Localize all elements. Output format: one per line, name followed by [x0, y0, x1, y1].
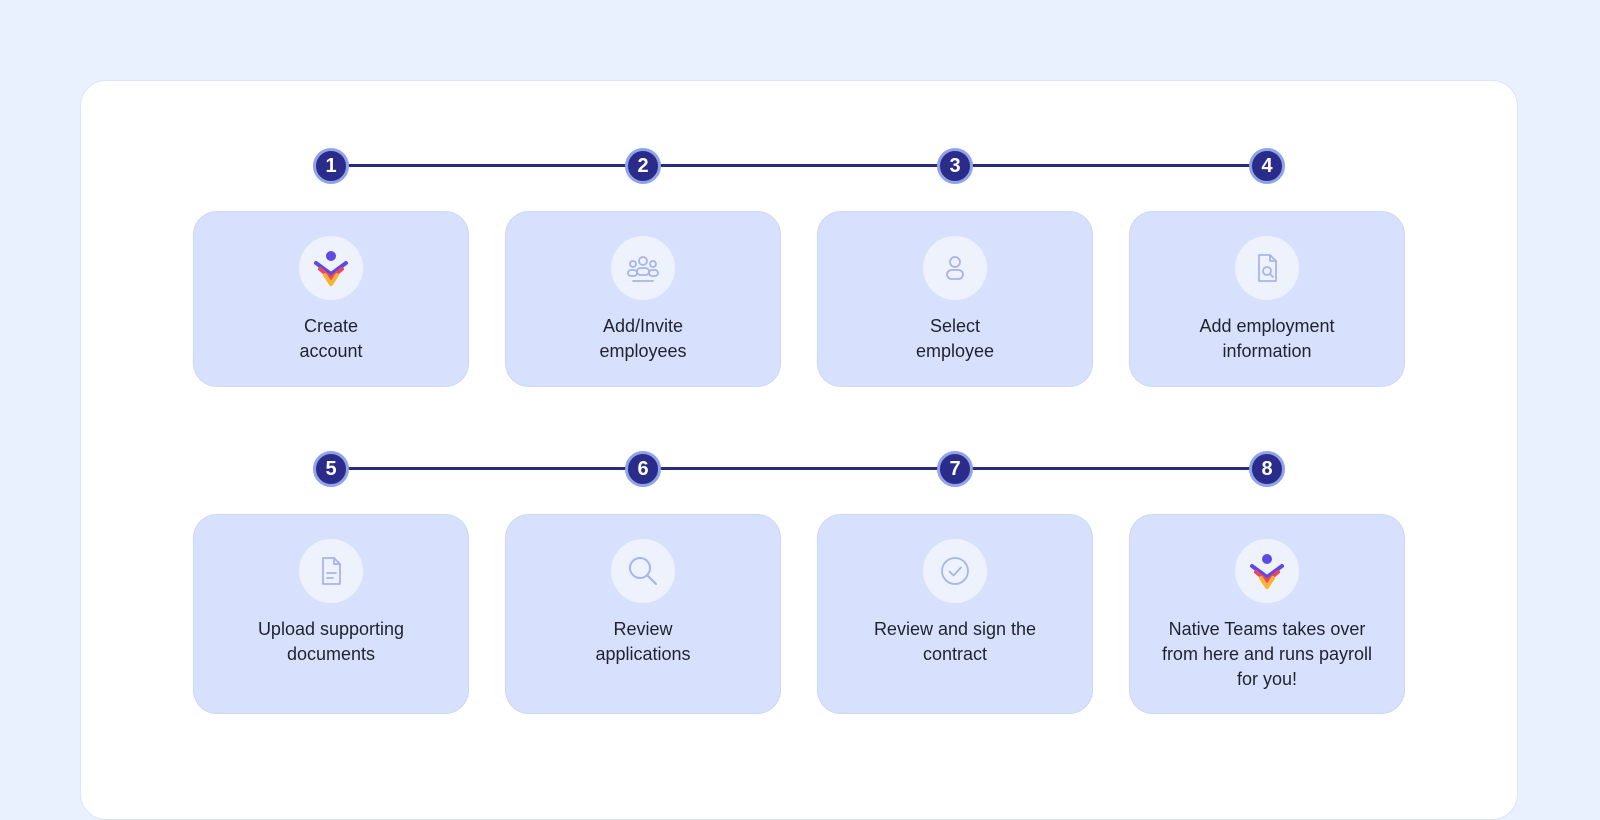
step-label: Create account	[299, 316, 363, 361]
step-badge-6: 6	[625, 451, 661, 487]
step-card-create-account: Create account	[193, 211, 469, 387]
step-badge-5: 5	[313, 451, 349, 487]
step-badge-4: 4	[1249, 148, 1285, 184]
step-badge-1: 1	[313, 148, 349, 184]
step-card-add-employment-information: Add employment information	[1129, 211, 1405, 387]
magnifier-icon	[611, 539, 675, 603]
step-card-upload-supporting-documents: Upload supporting documents	[193, 514, 469, 714]
brand-logo-icon	[299, 236, 363, 300]
step-label: Native Teams takes over from here and ru…	[1161, 619, 1373, 689]
step-card-review-applications: Review applications	[505, 514, 781, 714]
step-label: Add/Invite employees	[599, 316, 687, 361]
step-label: Add employment information	[1199, 316, 1335, 361]
step-card-select-employee: Select employee	[817, 211, 1093, 387]
steps-row-2: 5 6 7 8 Upload supporting documents Revi…	[0, 448, 1600, 714]
step-badge-3: 3	[937, 148, 973, 184]
step-label: Upload supporting documents	[257, 619, 405, 664]
step-card-native-teams-runs-payroll: Native Teams takes over from here and ru…	[1129, 514, 1405, 714]
person-icon	[923, 236, 987, 300]
steps-row-1: 1 2 3 4 Create account Add/I	[0, 145, 1600, 405]
step-card-review-and-sign-contract: Review and sign the contract	[817, 514, 1093, 714]
step-label: Review applications	[595, 619, 691, 664]
timeline-connector	[331, 467, 1267, 470]
brand-logo-icon	[1235, 539, 1299, 603]
document-icon	[299, 539, 363, 603]
step-badge-7: 7	[937, 451, 973, 487]
step-label: Select employee	[915, 316, 995, 361]
document-search-icon	[1235, 236, 1299, 300]
step-badge-8: 8	[1249, 451, 1285, 487]
team-icon	[611, 236, 675, 300]
step-badge-2: 2	[625, 148, 661, 184]
timeline-connector	[331, 164, 1267, 167]
check-circle-icon	[923, 539, 987, 603]
step-label: Review and sign the contract	[873, 619, 1037, 664]
step-card-add-invite-employees: Add/Invite employees	[505, 211, 781, 387]
